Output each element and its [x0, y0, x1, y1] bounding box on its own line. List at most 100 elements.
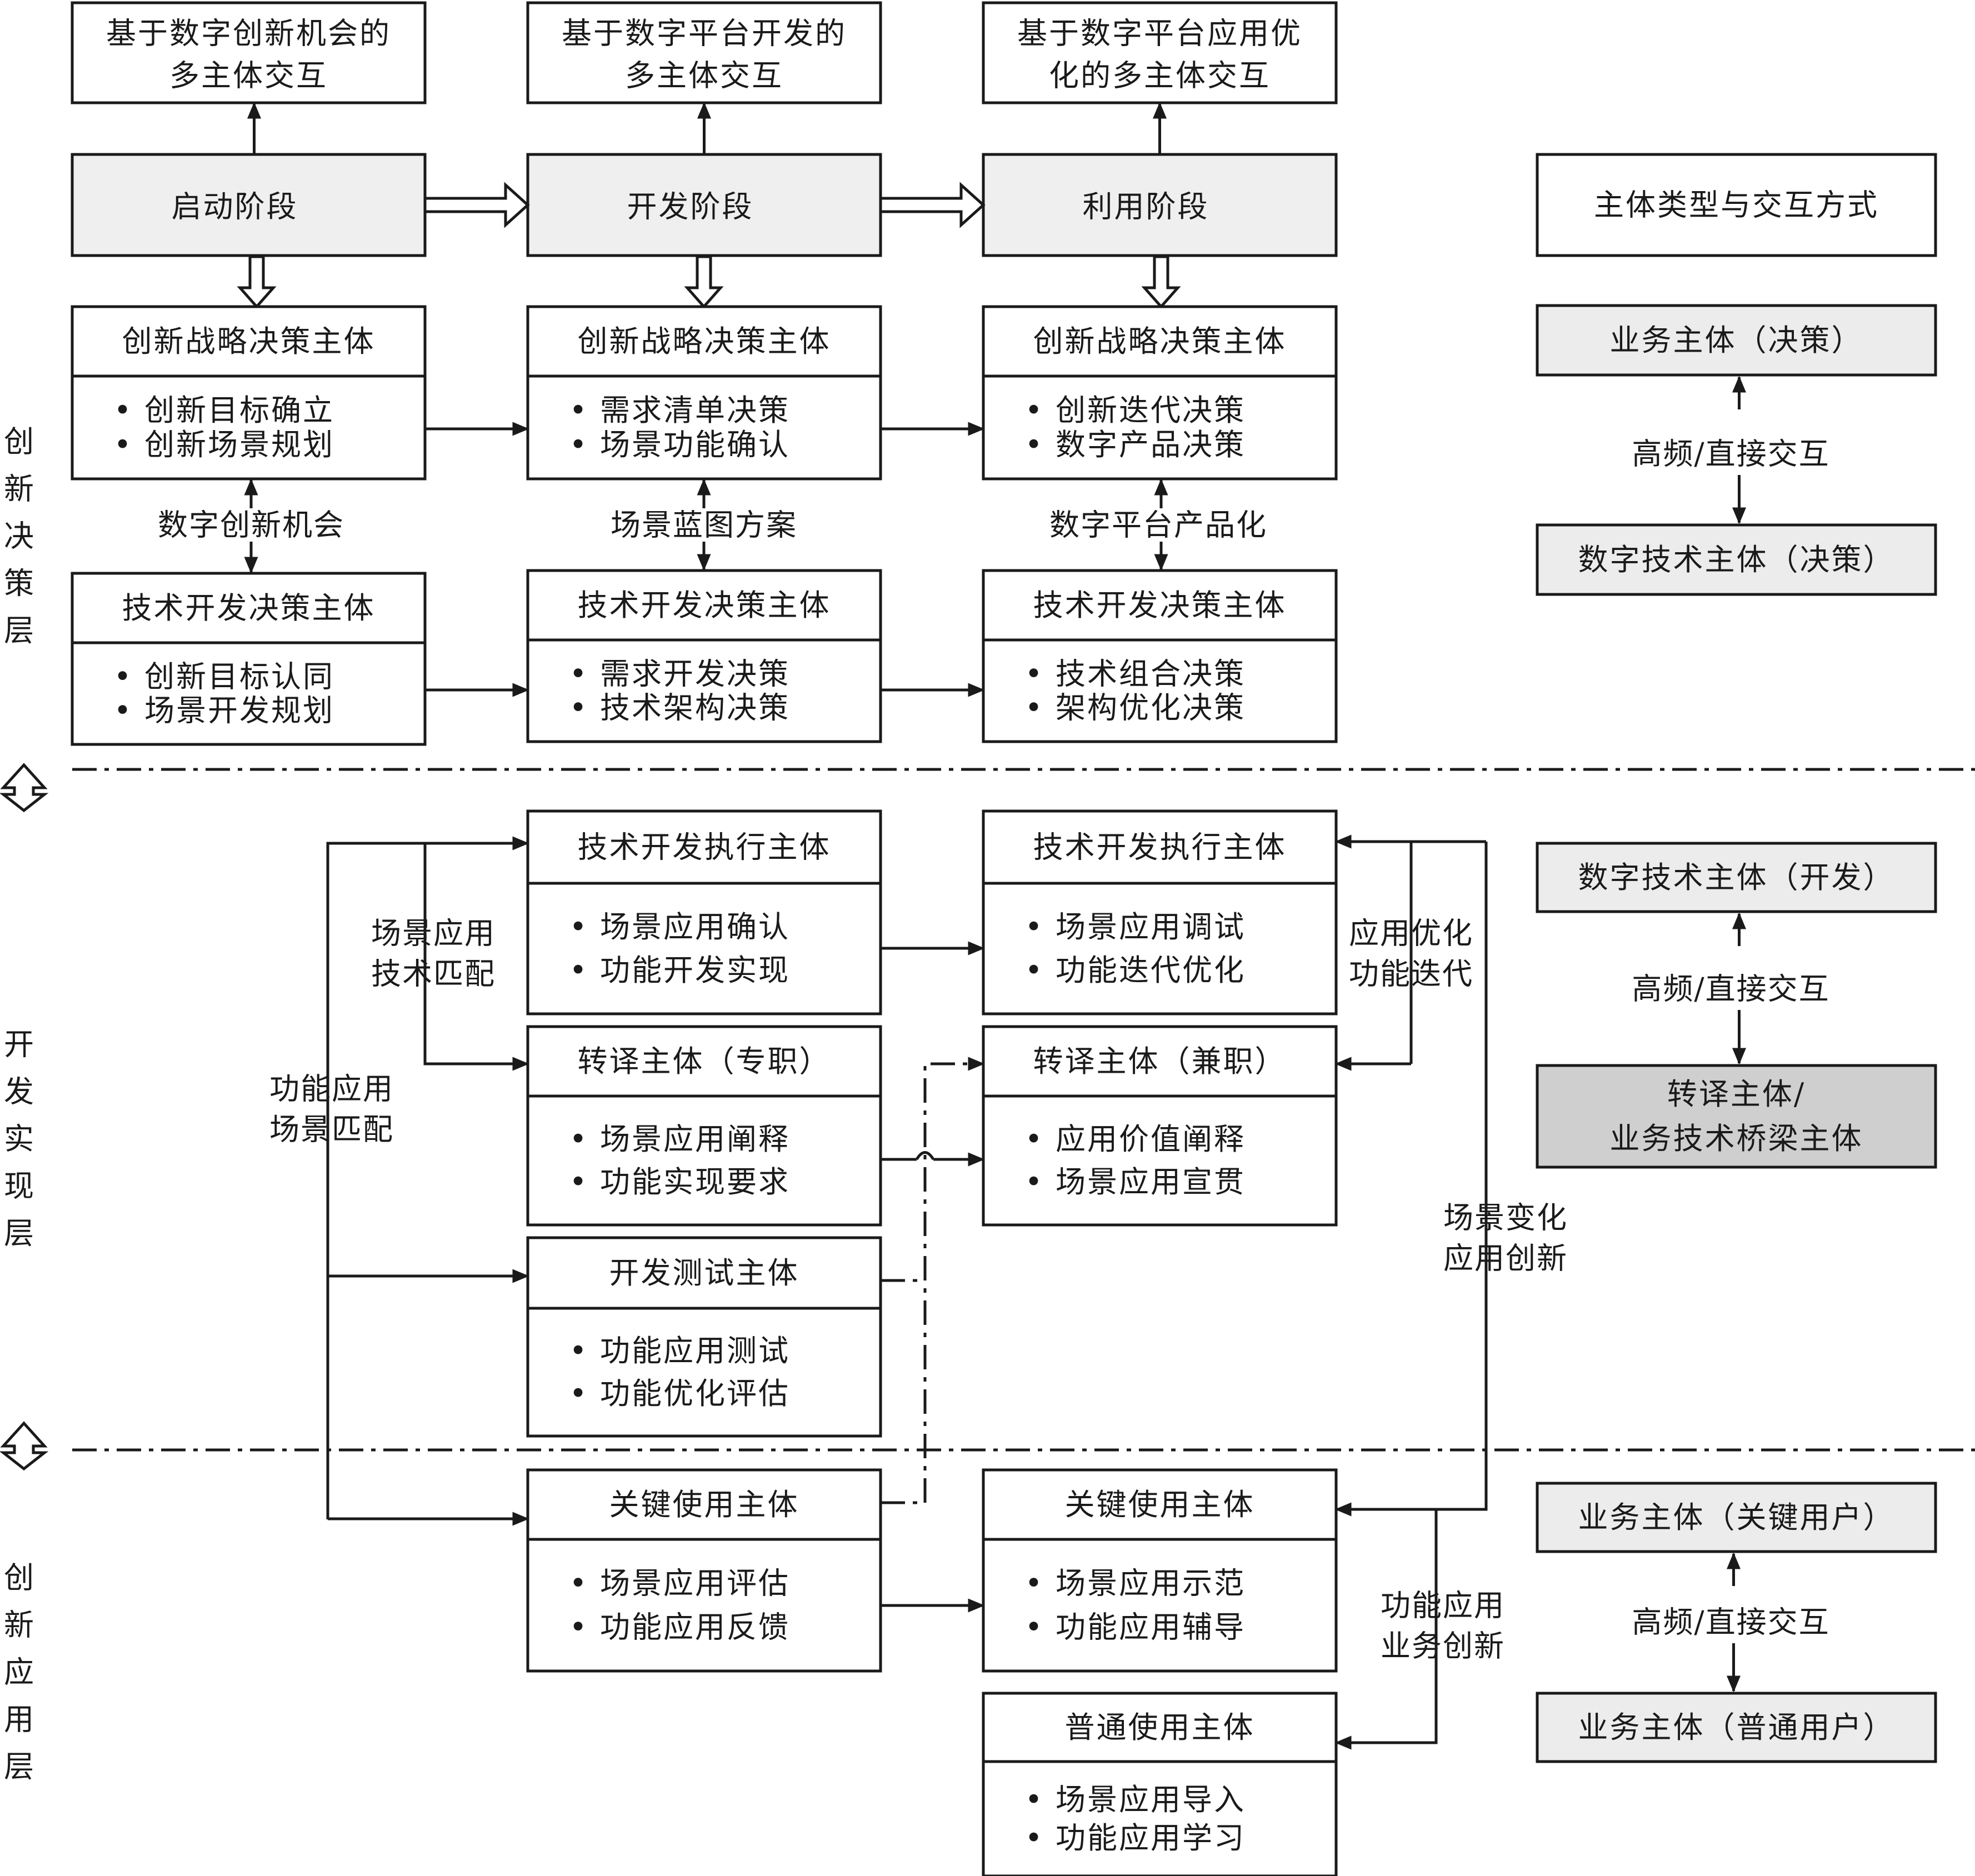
stage-label: 开发阶段 — [627, 189, 754, 224]
entity-item: 场景应用宣贯 — [1056, 1164, 1246, 1199]
entity-item: 功能开发实现 — [600, 953, 790, 988]
entity-item: 场景应用确认 — [600, 909, 790, 944]
entity-frame — [526, 1025, 882, 1227]
bullet-icon: • — [569, 691, 589, 726]
layer-label-char: 层 — [4, 613, 34, 648]
entity-item: 场景功能确认 — [600, 427, 790, 462]
legend-group: 业务主体（决策）数字技术主体（决策）高频/直接交互 — [1536, 304, 1937, 596]
entity-frame — [71, 572, 427, 746]
stage-goal-frame — [982, 1, 1338, 104]
layer-label-char: 层 — [4, 1216, 34, 1251]
stage-box: 开发阶段 — [526, 153, 882, 257]
entity-item: 功能应用反馈 — [600, 1610, 790, 1645]
stage-label: 启动阶段 — [172, 189, 298, 224]
bullet-icon: • — [569, 953, 589, 988]
entity-item: 功能应用学习 — [1056, 1820, 1246, 1855]
tech-exec-box: 技术开发执行主体•场景应用调试•功能迭代优化 — [982, 809, 1338, 1015]
line-hop — [915, 1151, 935, 1160]
entity-title: 关键使用主体 — [609, 1487, 799, 1522]
legend-group: 业务主体（关键用户）业务主体（普通用户）高频/直接交互 — [1536, 1482, 1937, 1763]
flow-label-func-biz: 业务创新 — [1381, 1629, 1505, 1664]
bullet-icon: • — [1025, 909, 1044, 944]
stage-flow-arrow — [879, 182, 986, 228]
legend-top-label: 数字技术主体（开发） — [1578, 860, 1895, 895]
entity-item: 创新场景规划 — [144, 427, 334, 462]
legend-bottom-label: 业务主体（普通用户） — [1578, 1710, 1895, 1745]
entity-title: 技术开发执行主体 — [1033, 830, 1287, 865]
stage-goal-line: 多主体交互 — [625, 58, 783, 93]
entity-item: 场景应用调试 — [1056, 909, 1246, 944]
legend-link-label: 高频/直接交互 — [1632, 437, 1829, 472]
entity-frame — [982, 1468, 1338, 1673]
stage-goal-frame — [71, 1, 427, 104]
stage-down-arrow — [684, 255, 724, 309]
entity-title: 技术开发决策主体 — [1033, 588, 1287, 623]
layer-label-char: 策 — [4, 566, 34, 601]
entity-frame — [526, 1468, 882, 1673]
flow-label-optimize: 应用优化 — [1349, 916, 1473, 951]
bullet-icon: • — [1025, 657, 1044, 692]
entity-frame — [71, 305, 427, 481]
flow-label-scene-change: 应用创新 — [1443, 1241, 1568, 1276]
entity-title: 转译主体（专职） — [578, 1044, 831, 1079]
entity-title: 创新战略决策主体 — [122, 324, 376, 359]
bullet-icon: • — [1025, 1610, 1044, 1645]
separator-lines — [0, 763, 1975, 1471]
bullet-icon: • — [569, 657, 589, 692]
flow-label-optimize: 功能迭代 — [1349, 957, 1473, 992]
flow-arrow — [326, 836, 529, 1519]
entity-title: 创新战略决策主体 — [1033, 324, 1287, 359]
layer-label-char: 发 — [4, 1074, 34, 1109]
entity-frame — [982, 569, 1338, 743]
entity-title: 开发测试主体 — [609, 1255, 799, 1290]
entity-title: 普通使用主体 — [1065, 1710, 1255, 1745]
entity-item: 创新目标确立 — [144, 393, 334, 428]
stage-frame — [982, 153, 1338, 257]
layer-label-char: 决 — [4, 519, 34, 554]
bullet-icon: • — [114, 659, 133, 694]
flow-labels: 数字创新机会场景蓝图方案数字平台产品化场景应用技术匹配功能应用场景匹配应用优化功… — [158, 508, 1568, 1664]
legend-top-frame — [1536, 304, 1937, 377]
flow-label-scene-tech: 场景应用 — [371, 916, 496, 951]
entity-item: 场景应用导入 — [1056, 1782, 1246, 1817]
stages: 启动阶段 开发阶段 利用阶段 — [71, 153, 1338, 257]
entity-item: 创新目标认同 — [144, 659, 334, 694]
entity-item: 创新迭代决策 — [1056, 393, 1246, 428]
stage-goal-line: 基于数字平台开发的 — [562, 16, 847, 51]
strategy-decision-box: 创新战略决策主体•创新目标确立•创新场景规划 — [71, 305, 427, 481]
entity-item: 功能实现要求 — [600, 1164, 790, 1199]
layer-label-char: 新 — [4, 1608, 34, 1643]
bullet-icon: • — [114, 693, 133, 728]
entity-item: 功能迭代优化 — [1056, 953, 1246, 988]
stage-flow-arrow — [423, 182, 530, 228]
double-arrow-icon — [0, 1421, 49, 1471]
dashed-link — [881, 1057, 985, 1504]
bullet-icon: • — [569, 427, 589, 462]
entity-title: 转译主体（兼职） — [1033, 1044, 1287, 1079]
entity-item: 功能应用辅导 — [1056, 1610, 1246, 1645]
entity-title: 技术开发决策主体 — [578, 588, 831, 623]
tech-decision-box: 技术开发决策主体•技术组合决策•架构优化决策 — [982, 569, 1338, 743]
legend-title-frame — [1536, 153, 1937, 257]
entity-frame — [526, 569, 882, 743]
tech-exec-box: 技术开发执行主体•场景应用确认•功能开发实现 — [526, 809, 882, 1015]
stage-label: 利用阶段 — [1083, 189, 1209, 224]
link-label: 场景蓝图方案 — [611, 508, 797, 543]
layer-label-char: 层 — [4, 1749, 34, 1784]
link-label: 数字创新机会 — [158, 508, 344, 543]
entity-item: 架构优化决策 — [1056, 691, 1246, 726]
double-arrow-icon — [0, 763, 49, 813]
dev-test-box: 开发测试主体•功能应用测试•功能优化评估 — [526, 1236, 882, 1438]
stage-goals: 基于数字创新机会的多主体交互基于数字平台开发的多主体交互基于数字平台应用优化的多… — [71, 1, 1338, 104]
entity-frame — [526, 809, 882, 1015]
layer-label-char: 创 — [4, 1560, 34, 1595]
tech-decision-box: 技术开发决策主体•需求开发决策•技术架构决策 — [526, 569, 882, 743]
entity-item: 场景应用示范 — [1056, 1566, 1246, 1601]
bullet-icon: • — [1025, 1782, 1044, 1817]
key-user-box: 关键使用主体•场景应用示范•功能应用辅导 — [982, 1468, 1338, 1673]
bullet-icon: • — [569, 1566, 589, 1601]
stage-goal-line: 基于数字平台应用优 — [1017, 16, 1302, 51]
